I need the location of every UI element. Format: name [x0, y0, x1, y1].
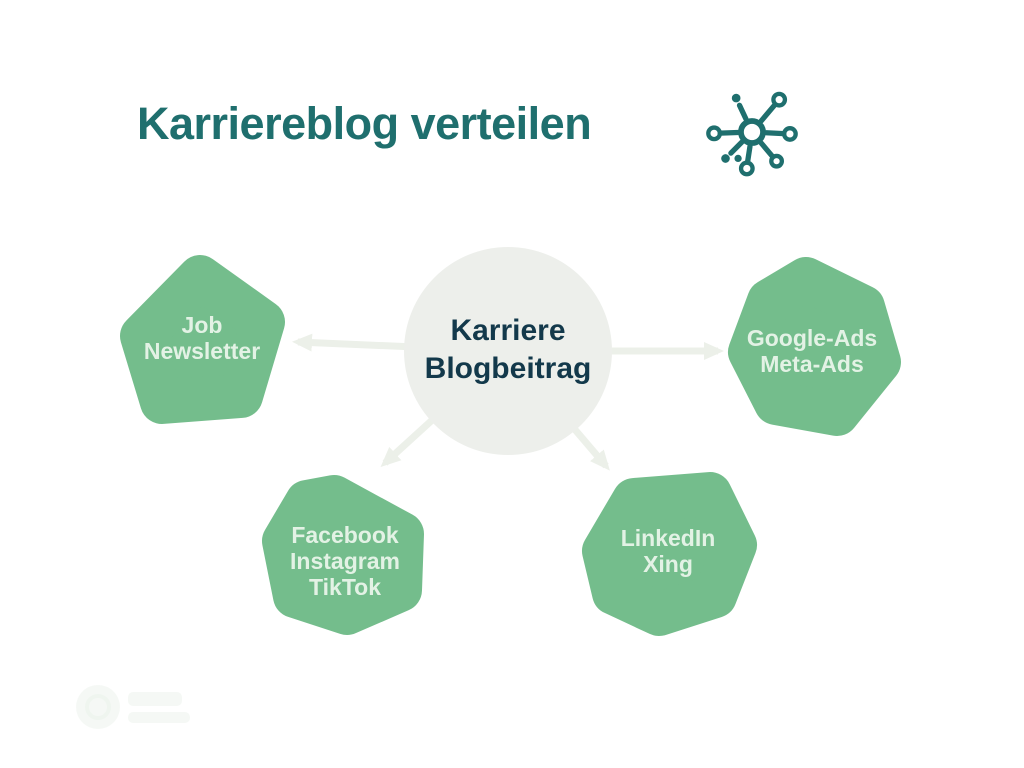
node-blob-job-newsletter	[120, 255, 285, 424]
node-line: Instagram	[290, 548, 400, 574]
node-label-facebook-instagram-tiktok: Facebook Instagram TikTok	[255, 520, 435, 602]
node-line: Xing	[643, 551, 693, 577]
node-blob-google-ads-meta-ads	[728, 257, 901, 436]
node-line: TikTok	[309, 574, 381, 600]
center-node-label: Karriere Blogbeitrag	[406, 302, 610, 398]
node-line: Meta-Ads	[760, 351, 864, 377]
brand-logo-watermark	[76, 685, 190, 729]
center-node-circle	[404, 247, 612, 455]
node-label-job-newsletter: Job Newsletter	[112, 310, 292, 366]
node-line: Newsletter	[143, 338, 261, 364]
node-blob-facebook-instagram-tiktok	[262, 475, 424, 635]
center-node-line: Blogbeitrag	[424, 352, 592, 385]
node-label-linkedin-xing: LinkedIn Xing	[578, 523, 758, 579]
page-title: Karriereblog verteilen	[137, 98, 592, 149]
node-line: Job	[181, 312, 223, 338]
network-hub-icon	[706, 91, 798, 177]
node-label-google-ads-meta-ads: Google-Ads Meta-Ads	[720, 323, 904, 379]
center-node-line: Karriere	[450, 314, 566, 347]
node-line: Google-Ads	[746, 325, 878, 351]
node-line: LinkedIn	[620, 525, 716, 551]
node-line: Facebook	[291, 522, 399, 548]
node-blob-linkedin-xing	[582, 472, 757, 636]
